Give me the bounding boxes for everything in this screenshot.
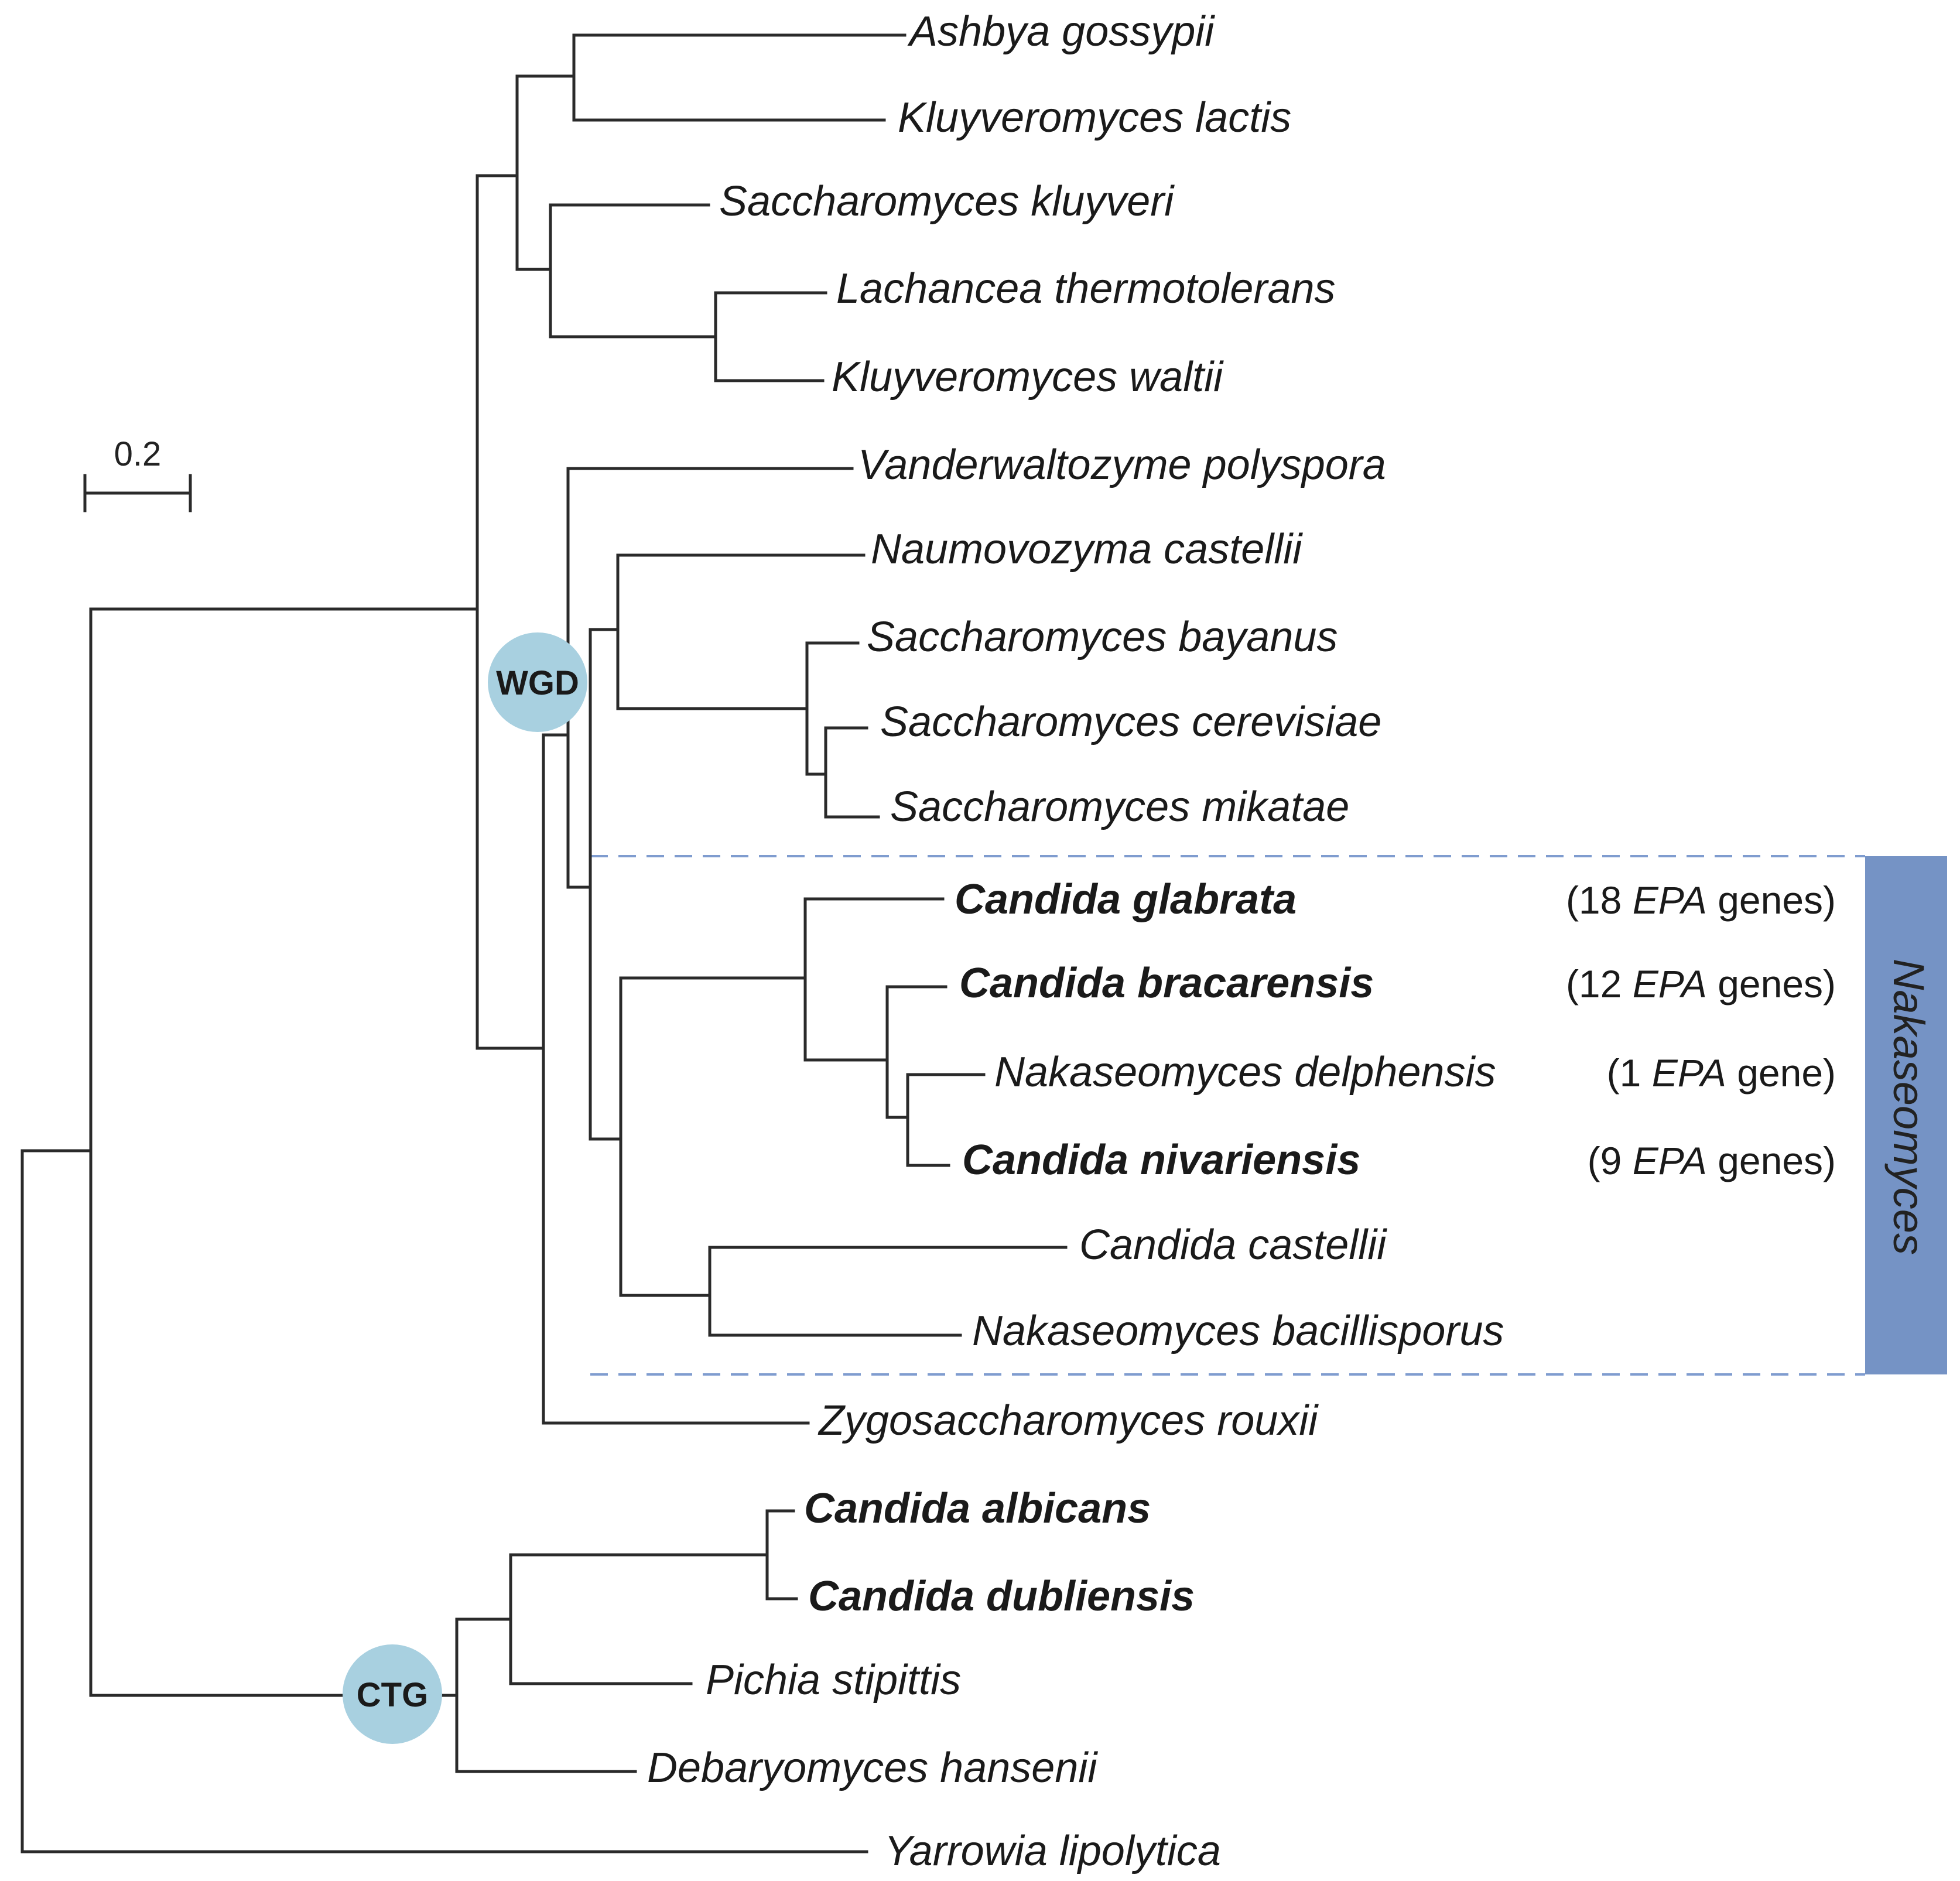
- ctg-node-label: CTG: [357, 1676, 428, 1714]
- taxon-label-zygosaccharomyces-rouxii: Zygosaccharomyces rouxii: [817, 1397, 1319, 1444]
- taxon-label-candida-nivariensis: Candida nivariensis: [962, 1137, 1360, 1184]
- taxon-label-nakaseomyces-bacillisporus: Nakaseomyces bacillisporus: [972, 1308, 1504, 1355]
- epa-count-candida-nivariensis: (9 EPA genes): [1588, 1139, 1836, 1182]
- taxon-label-candida-bracarensis: Candida bracarensis: [959, 960, 1374, 1007]
- taxon-label-vanderwaltozyme-polyspora: Vanderwaltozyme polyspora: [858, 442, 1386, 488]
- epa-count-candida-bracarensis: (12 EPA genes): [1566, 962, 1836, 1006]
- scale-bar: 0.2: [83, 435, 192, 512]
- taxon-label-candida-castellii: Candida castellii: [1079, 1222, 1387, 1268]
- taxon-label-saccharomyces-kluyveri: Saccharomyces kluyveri: [719, 178, 1175, 225]
- taxon-label-lachancea-thermotolerans: Lachancea thermotolerans: [836, 265, 1336, 312]
- taxon-label-yarrowia-lipolytica: Yarrowia lipolytica: [884, 1828, 1221, 1875]
- taxon-label-saccharomyces-bayanus: Saccharomyces bayanus: [867, 614, 1338, 661]
- taxon-label-naumovozyma-castellii: Naumovozyma castellii: [871, 526, 1303, 573]
- wgd-node-label: WGD: [496, 664, 579, 702]
- taxon-labels: Ashbya gossypii Kluyveromyces lactis Sac…: [647, 8, 1504, 1875]
- wgd-node-marker: WGD: [488, 632, 587, 732]
- taxon-label-candida-dubliensis: Candida dubliensis: [808, 1573, 1195, 1620]
- taxon-label-kluyveromyces-lactis: Kluyveromyces lactis: [898, 94, 1291, 141]
- tree-branches: [20, 33, 1068, 1853]
- taxon-label-saccharomyces-cerevisiae: Saccharomyces cerevisiae: [880, 699, 1381, 745]
- ctg-node-marker: CTG: [343, 1644, 442, 1744]
- epa-gene-counts: (18 EPA genes) (12 EPA genes) (1 EPA gen…: [1566, 878, 1836, 1182]
- taxon-label-nakaseomyces-delphensis: Nakaseomyces delphensis: [994, 1049, 1496, 1096]
- taxon-label-saccharomyces-mikatae: Saccharomyces mikatae: [890, 784, 1349, 830]
- taxon-label-ashbya-gossypii: Ashbya gossypii: [907, 8, 1215, 55]
- taxon-label-kluyveromyces-waltii: Kluyveromyces waltii: [832, 354, 1224, 401]
- taxon-label-candida-albicans: Candida albicans: [804, 1485, 1151, 1532]
- taxon-label-candida-glabrata: Candida glabrata: [955, 876, 1297, 923]
- epa-count-candida-glabrata: (18 EPA genes): [1566, 878, 1836, 922]
- nakaseomyces-clade-bar: [1865, 856, 1947, 1374]
- scale-bar-label: 0.2: [114, 435, 162, 473]
- taxon-label-pichia-stipittis: Pichia stipittis: [706, 1657, 961, 1704]
- taxon-label-debaryomyces-hansenii: Debaryomyces hansenii: [647, 1745, 1098, 1791]
- epa-count-nakaseomyces-delphensis: (1 EPA gene): [1607, 1051, 1836, 1095]
- nakaseomyces-clade-label: Nakaseomyces: [1884, 959, 1933, 1255]
